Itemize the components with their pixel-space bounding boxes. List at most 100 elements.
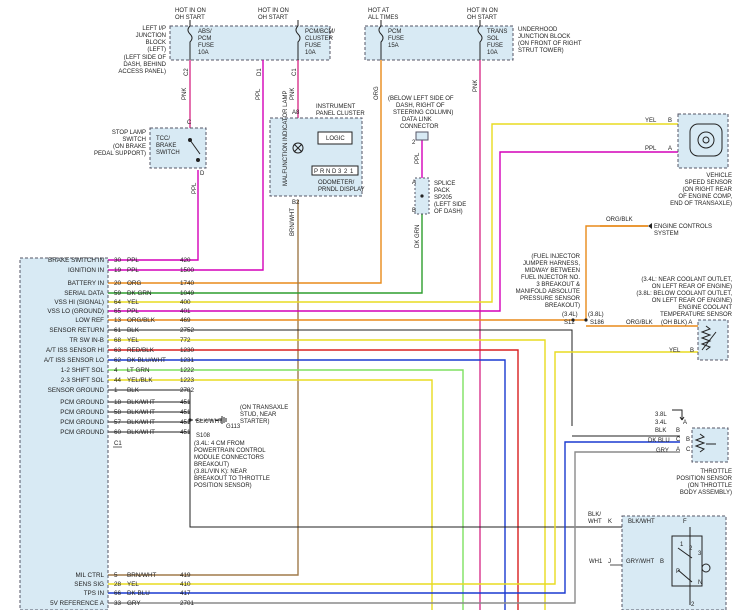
pcm-row-pin: 57 — [114, 419, 122, 426]
lbl-pnk-1: PNK — [182, 88, 188, 100]
pcm-row-name: IGNITION IN — [68, 267, 104, 274]
pcm-row-pin: 58 — [114, 409, 122, 416]
ect-label-2: ON LEFT REAR OF ENGINE) — [652, 284, 732, 290]
cluster-fuse-3: FUSE — [305, 43, 321, 49]
tps-label-2: POSITION SENSOR — [676, 476, 732, 482]
prndl-display: P R N D 3 2 1 — [311, 165, 359, 176]
wire-yel-trsw — [22, 339, 546, 610]
pcm-bottom-row-circuit: 410 — [180, 581, 191, 588]
splice-dot — [420, 194, 424, 198]
pcm-row-name: PCM GROUND — [60, 399, 104, 406]
tps-pa2: A — [676, 447, 680, 453]
pcm-row-circuit: 469 — [180, 317, 191, 324]
trs-wh1: WH1 — [589, 559, 603, 565]
ground-s108: S108 — [196, 433, 211, 439]
ect-label-5: ENGINE COOLANT — [678, 305, 732, 311]
wire-ppl-ignition — [22, 60, 264, 271]
pcm-row-circuit: 1500 — [180, 267, 195, 274]
pcm-row-color: ORG — [127, 280, 141, 287]
pcm-row-pin: 18 — [114, 399, 122, 406]
odometer-2: PRNDL DISPLAY — [318, 187, 365, 193]
vss-label-2: SPEED SENSOR — [685, 180, 733, 186]
pcm-row-circuit: 451 — [180, 429, 191, 436]
wire-yel-vss — [22, 123, 680, 303]
ground-wire: BLK/WHT — [196, 419, 223, 425]
logic-text: LOGIC — [326, 136, 345, 142]
pcm-fuse-2: FUSE — [388, 36, 404, 42]
wire-blk-sensorgnd — [22, 389, 694, 528]
splice-pin-a: A — [412, 180, 416, 186]
trs-box — [621, 515, 727, 611]
underhood-junction-block — [364, 25, 514, 61]
pcm-row-color: YEL/BLK — [127, 377, 153, 384]
lip-label-4: (LEFT) — [147, 47, 166, 53]
pcm-row-color: PPL — [127, 257, 139, 264]
wire-dkblu-tps — [22, 441, 680, 594]
ground-icon — [218, 416, 227, 424]
ground-note-4: BREAKOUT) — [194, 462, 229, 468]
pcm-bottom-row-pin: 5 — [114, 572, 118, 579]
stop-lamp-1: STOP LAMP — [112, 130, 146, 136]
ect-box — [697, 319, 729, 361]
pcm-row-circuit: 451 — [180, 409, 191, 416]
pcm-row-circuit: 1740 — [180, 280, 195, 287]
lbl-brnwht: BRN/WHT — [290, 208, 296, 236]
fuel-inj-1: (FUEL INJECTOR — [531, 254, 580, 260]
lbl-org: ORG — [374, 86, 380, 100]
pcm-row-pin: 4 — [114, 367, 118, 374]
fuel-inj-6: MANIFOLD ABSOLUTE — [516, 289, 580, 295]
tps-3.8-arrow-icon — [672, 409, 685, 421]
wire-redblk-iss — [22, 349, 519, 610]
pcm-row-name: 1-2 SHIFT SOL — [61, 367, 105, 374]
ect-pin1: (OH BLK) A — [661, 320, 692, 326]
lbl-ppl-3: PPL — [415, 152, 421, 164]
wire-gry-5v — [22, 451, 680, 604]
pcm-box — [19, 257, 109, 611]
tps-blk: BLK — [655, 428, 666, 434]
cluster-label-1: INSTRUMENT — [316, 104, 356, 110]
pcm-row-circuit: 2752 — [180, 327, 195, 334]
pcm-row-circuit: 420 — [180, 257, 191, 264]
tps-label-1: THROTTLE — [700, 469, 732, 475]
ect-thermistor-icon — [700, 325, 717, 351]
trans-fuse-1: TRANS — [487, 29, 507, 35]
trans-fuse-2: SOL — [487, 36, 500, 42]
ect-label-1: (3.4L: NEAR COOLANT OUTLET, — [641, 277, 732, 283]
wire-dkgrn-serial — [22, 214, 423, 294]
pcm-bottom-row-pin: 33 — [114, 600, 122, 607]
pcm-bottom-row-circuit: 417 — [180, 590, 191, 597]
pcm-row-color: LT GRN — [127, 367, 150, 374]
pcm-bottom-row-pin: 28 — [114, 581, 122, 588]
tps-pa: A — [683, 420, 687, 426]
stud-3: STARTER) — [240, 419, 269, 425]
pcm-row-name: SENSOR RETURN — [49, 327, 104, 334]
pcm-row-circuit: 1222 — [180, 367, 195, 374]
lbl-dkgrn: DK GRN — [415, 225, 421, 248]
ground-note-3: MODULE CONNECTORS — [194, 455, 264, 461]
underhood-label-3: (ON FRONT OF RIGHT — [518, 41, 582, 47]
trans-hot-2: OH START — [467, 15, 497, 21]
vss-label-3: (ON RIGHT REAR — [682, 187, 732, 193]
vss-label-5: END OF TRANSAXLE) — [670, 201, 732, 207]
pcm-row-name: A/T ISS SENSOR LO — [44, 357, 104, 364]
pcm-row-color: BLK/WHT — [127, 409, 155, 416]
pcm-row-pin: 20 — [114, 280, 122, 287]
lip-label-1: LEFT I/P — [142, 26, 166, 32]
s186-2: S186 — [590, 320, 605, 326]
cluster-pin-a8: A8 — [292, 110, 300, 116]
pcm-row-color: YEL — [127, 299, 139, 306]
tps-label-3: (ON THROTTLE — [688, 483, 732, 489]
abs-fuse-2: PCM — [198, 36, 211, 42]
fuse-symbols — [187, 20, 483, 60]
ecs-label-1: ENGINE CONTROLS — [654, 224, 712, 230]
pcm-c1: C1 — [114, 441, 122, 447]
ecs-label-2: SYSTEM — [654, 231, 679, 237]
dlc-1: (BELOW LEFT SIDE OF — [388, 96, 454, 102]
stop-lamp-3: (ON BRAKE — [113, 144, 146, 150]
tps-label-4: BODY ASSEMBLY) — [680, 490, 732, 496]
pcm-bottom-row-pin: 66 — [114, 590, 122, 597]
fuel-inj-3: MIDWAY BETWEEN — [525, 268, 580, 274]
pcm-bottom-row-circuit: 2701 — [180, 600, 195, 607]
ect-label-6: TEMPERATURE SENSOR — [660, 312, 733, 318]
trs-k: K — [608, 519, 612, 525]
